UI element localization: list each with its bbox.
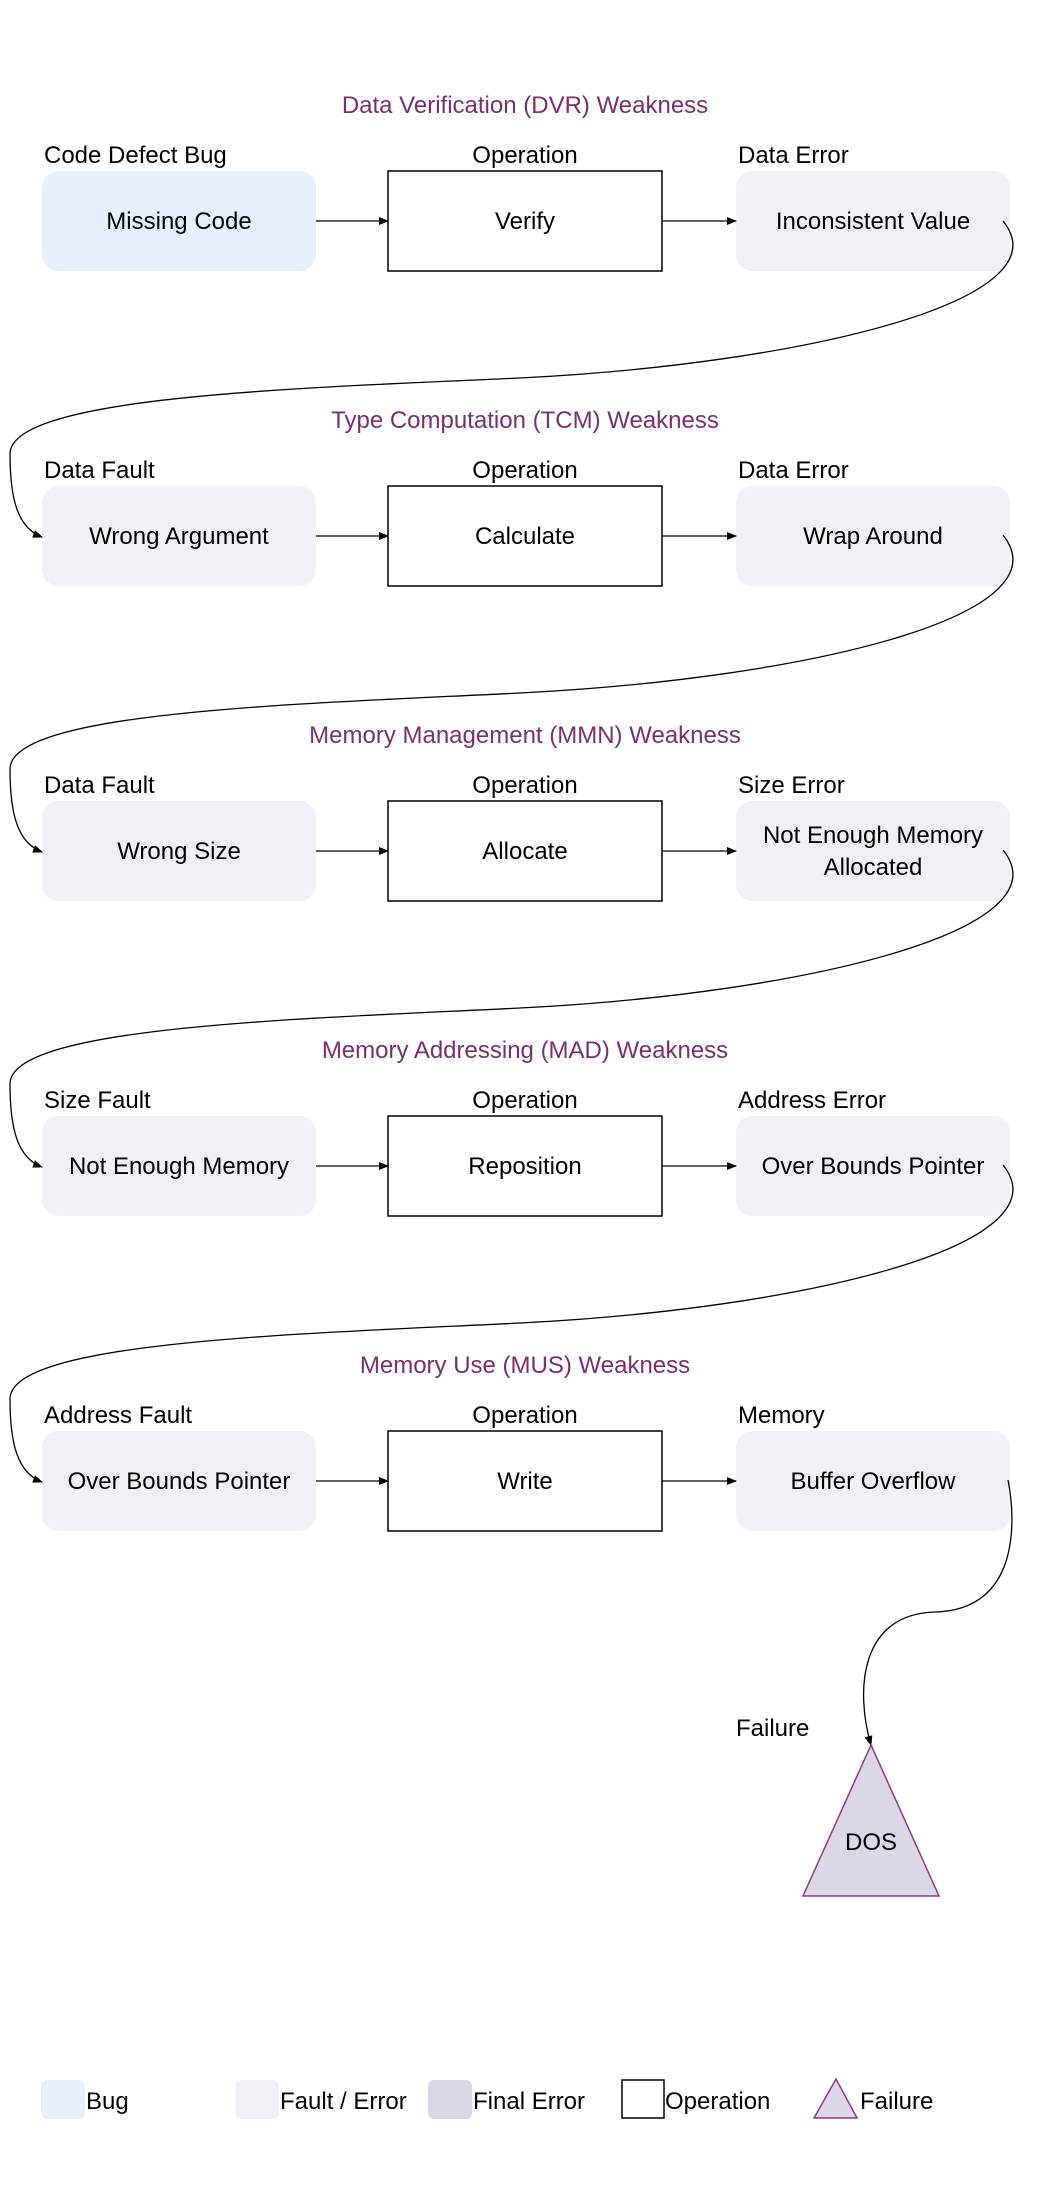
weakness-title: Memory Use (MUS) Weakness xyxy=(360,1352,690,1379)
right-node-header: Address Error xyxy=(738,1087,886,1114)
connector-row3-row4 xyxy=(9,849,1014,1168)
right-node-label: Buffer Overflow xyxy=(791,1468,957,1495)
operation-header: Operation xyxy=(472,1402,577,1429)
weakness-title: Type Computation (TCM) Weakness xyxy=(331,407,719,434)
right-node-label: Wrap Around xyxy=(803,523,943,550)
bug-box xyxy=(42,171,316,271)
operation-header: Operation xyxy=(472,457,577,484)
operation-label: Reposition xyxy=(468,1153,581,1180)
legend-label-failure: Failure xyxy=(860,2088,933,2115)
operation-box xyxy=(387,485,663,587)
right-node-header: Data Error xyxy=(738,457,849,484)
weakness-title: Memory Management (MMN) Weakness xyxy=(309,722,741,749)
left-node-header: Data Fault xyxy=(44,457,155,484)
right-node-label: Inconsistent Value xyxy=(776,208,970,235)
operation-box xyxy=(387,1115,663,1217)
left-node-label: Missing Code xyxy=(106,208,251,235)
fault-box xyxy=(42,1431,316,1531)
legend-item-final-error: Final Error xyxy=(428,2080,585,2119)
legend-label-fault-error: Fault / Error xyxy=(280,2088,407,2115)
connector-row4-row5 xyxy=(9,1164,1014,1483)
legend-swatch-failure xyxy=(812,2077,859,2119)
left-node-header: Size Fault xyxy=(44,1087,151,1114)
right-node-header: Data Error xyxy=(738,142,849,169)
operation-label: Calculate xyxy=(475,523,575,550)
row-connectors xyxy=(9,220,1014,1746)
weakness-title: Memory Addressing (MAD) Weakness xyxy=(322,1037,728,1064)
left-node-label: Not Enough Memory xyxy=(69,1153,289,1180)
legend-label-bug: Bug xyxy=(86,2088,129,2115)
left-node-label: Wrong Argument xyxy=(89,523,269,550)
fault-box xyxy=(42,801,316,901)
error-box xyxy=(736,1431,1010,1531)
left-node-label: Over Bounds Pointer xyxy=(68,1468,291,1495)
right-node-label: Allocated xyxy=(824,854,923,881)
error-box xyxy=(736,1116,1010,1216)
right-node-label: Over Bounds Pointer xyxy=(762,1153,985,1180)
error-box xyxy=(736,801,1010,901)
connector-row2-row3 xyxy=(9,534,1014,853)
operation-box xyxy=(387,1430,663,1532)
legend-swatch-bug xyxy=(41,2080,85,2119)
legend-swatch-final-error xyxy=(428,2080,472,2119)
failure-node: Failure DOS xyxy=(736,1715,941,1897)
operation-header: Operation xyxy=(472,772,577,799)
left-node-header: Address Fault xyxy=(44,1402,192,1429)
legend-swatch-operation xyxy=(621,2079,665,2119)
operation-label: Write xyxy=(497,1468,553,1495)
legend-item-bug: Bug xyxy=(41,2080,129,2119)
fault-box xyxy=(42,486,316,586)
right-node-header: Memory xyxy=(738,1402,825,1429)
operation-header: Operation xyxy=(472,1087,577,1114)
left-node-header: Code Defect Bug xyxy=(44,142,227,169)
left-node-label: Wrong Size xyxy=(117,838,241,865)
legend-item-failure: Failure xyxy=(812,2077,933,2119)
connector-row1-row2 xyxy=(9,220,1014,538)
right-node-label: Not Enough Memory xyxy=(763,822,983,849)
legend-swatch-fault-error xyxy=(235,2080,279,2119)
right-node-header: Size Error xyxy=(738,772,845,799)
error-box xyxy=(736,486,1010,586)
legend-label-operation: Operation xyxy=(665,2088,770,2115)
error-box xyxy=(736,171,1010,271)
legend-label-final-error: Final Error xyxy=(473,2088,585,2115)
operation-header: Operation xyxy=(472,142,577,169)
legend-item-fault-error: Fault / Error xyxy=(235,2080,407,2119)
failure-header: Failure xyxy=(736,1715,809,1742)
failure-triangle xyxy=(801,1743,941,1897)
legend-item-operation: Operation xyxy=(621,2079,770,2119)
failure-label: DOS xyxy=(845,1829,897,1856)
left-node-header: Data Fault xyxy=(44,772,155,799)
fault-box xyxy=(42,1116,316,1216)
legend: Bug Fault / Error Final Error Operation … xyxy=(41,2077,933,2119)
connector-to-failure xyxy=(862,1479,1013,1746)
operation-label: Verify xyxy=(495,208,555,235)
operation-label: Allocate xyxy=(482,838,567,865)
weakness-title: Data Verification (DVR) Weakness xyxy=(342,92,708,119)
